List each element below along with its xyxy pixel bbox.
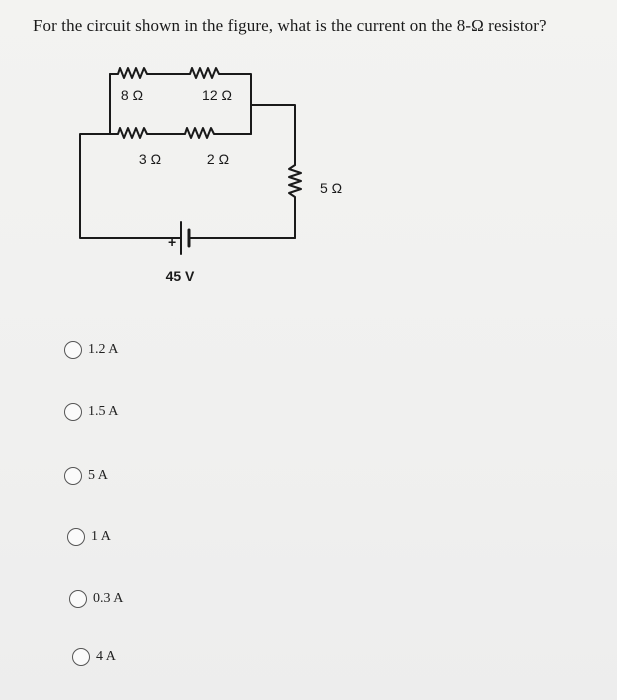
answer-option-3[interactable]: 5 A bbox=[64, 467, 108, 485]
option-label: 0.3 A bbox=[93, 591, 124, 606]
option-label: 1 A bbox=[91, 529, 111, 544]
battery-polarity-mark: + bbox=[168, 234, 176, 250]
resistor-2-ohm bbox=[159, 127, 252, 139]
answer-option-5[interactable]: 0.3 A bbox=[69, 590, 123, 608]
battery-symbol bbox=[180, 221, 191, 255]
option-label: 4 A bbox=[96, 649, 116, 664]
label-3-ohm: 3 Ω bbox=[139, 151, 161, 167]
right-node-wire bbox=[250, 104, 296, 166]
radio-button[interactable] bbox=[67, 528, 85, 546]
radio-button[interactable] bbox=[69, 590, 87, 608]
answer-option-2[interactable]: 1.5 A bbox=[64, 403, 118, 421]
answer-option-1[interactable]: 1.2 A bbox=[64, 341, 118, 359]
outer-left-wire bbox=[79, 133, 182, 239]
answer-option-6[interactable]: 4 A bbox=[72, 648, 116, 666]
radio-button[interactable] bbox=[72, 648, 90, 666]
answer-option-4[interactable]: 1 A bbox=[67, 528, 111, 546]
resistor-12-ohm bbox=[159, 67, 252, 135]
option-label: 1.2 A bbox=[88, 342, 119, 357]
question-text: For the circuit shown in the figure, wha… bbox=[33, 16, 547, 35]
radio-button[interactable] bbox=[64, 341, 82, 359]
resistor-5-ohm bbox=[288, 164, 302, 239]
resistor-3-ohm bbox=[109, 127, 161, 139]
radio-button[interactable] bbox=[64, 467, 82, 485]
option-label: 5 A bbox=[88, 468, 108, 483]
circuit-diagram: + 8 Ω 12 Ω 3 Ω 2 Ω 5 Ω 45 V bbox=[79, 67, 342, 284]
label-8-ohm: 8 Ω bbox=[121, 87, 143, 103]
label-5-ohm: 5 Ω bbox=[320, 180, 342, 196]
label-2-ohm: 2 Ω bbox=[207, 151, 229, 167]
resistor-8-ohm bbox=[109, 67, 161, 79]
label-12-ohm: 12 Ω bbox=[202, 87, 232, 103]
radio-button[interactable] bbox=[64, 403, 82, 421]
option-label: 1.5 A bbox=[88, 404, 119, 419]
battery-voltage-label: 45 V bbox=[166, 268, 195, 284]
